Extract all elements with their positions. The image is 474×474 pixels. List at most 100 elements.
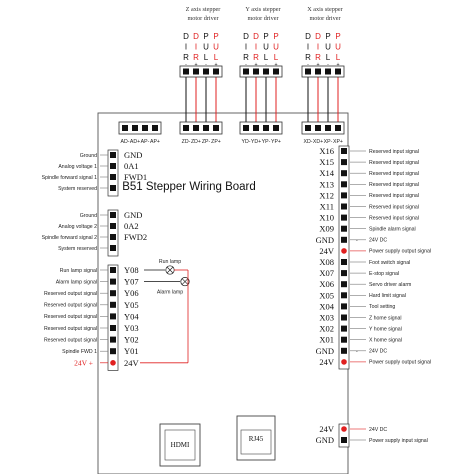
connector-screw — [305, 125, 311, 131]
pin-label: GND — [316, 435, 334, 445]
terminal-screw-red — [341, 248, 347, 254]
pin-label: X15 — [319, 157, 334, 167]
signal-description: Reserved output signal — [44, 337, 97, 343]
signal-description: Spindle forward signal 2 — [42, 235, 97, 241]
driver-letter: U — [203, 43, 209, 52]
terminal-screw — [263, 68, 269, 75]
signal-description: Reserved input signal — [369, 204, 419, 210]
pin-label: Y01 — [124, 346, 139, 356]
signal-description: Spindle forward signal 1 — [42, 175, 97, 181]
driver-letter: L — [204, 53, 209, 62]
left-terminal-block — [107, 209, 119, 257]
signal-description: Reserved output signal — [44, 314, 97, 320]
pin-label: Y02 — [124, 335, 139, 345]
signal-description: Hard limit signal — [369, 293, 406, 299]
connector-pin-label: ZP+ — [211, 139, 221, 145]
terminal-screw — [110, 325, 116, 331]
driver-letter: R — [193, 53, 199, 62]
terminal-screw — [110, 313, 116, 320]
connector-pin-label: XD- — [304, 139, 313, 145]
terminal-screw — [341, 236, 347, 243]
terminal-screw — [341, 347, 347, 354]
terminal-screw — [110, 174, 116, 180]
left-terminal-block — [107, 149, 119, 197]
signal-description: Run lamp signal — [60, 268, 97, 274]
terminal-screw — [253, 68, 259, 75]
signal-description: Foot switch signal — [369, 260, 410, 266]
signal-description: Power supply output signal — [369, 249, 431, 255]
pin-label: X06 — [319, 279, 334, 289]
pin-label: X10 — [319, 213, 334, 223]
terminal-screw — [305, 68, 311, 75]
terminal-screw — [110, 245, 116, 251]
polarity-label: - — [185, 62, 187, 68]
pin-label: X05 — [319, 290, 334, 300]
pin-label: X02 — [319, 324, 334, 334]
connector-screw — [132, 125, 138, 131]
pin-label: FWD2 — [124, 232, 147, 242]
terminal-screw — [273, 68, 279, 75]
driver-letter: P — [325, 32, 330, 41]
signal-description: E-stop signal — [369, 271, 399, 277]
pin-label: X13 — [319, 179, 334, 189]
driver-letter: U — [335, 43, 341, 52]
driver-letter: L — [214, 53, 219, 62]
driver-header: X axis stepper — [307, 6, 342, 13]
pin-label: GND — [124, 150, 142, 160]
connector-pin-label: YP+ — [271, 139, 281, 145]
signal-description: Analog voltage 2 — [58, 224, 97, 230]
connector-pin-label: AD- — [121, 139, 130, 145]
board-outline — [97, 112, 349, 474]
signal-description: Ground — [80, 213, 97, 219]
signal-description: X home signal — [369, 338, 402, 344]
signal-description: Spindle alarm signal — [369, 227, 416, 233]
connector-pin-label: AP+ — [150, 139, 160, 145]
polarity-label: + — [336, 62, 339, 68]
pin-label: Y05 — [124, 300, 139, 310]
terminal-screw — [341, 303, 347, 310]
signal-description: Reserved input signal — [369, 171, 419, 177]
terminal-screw — [183, 68, 189, 75]
driver-letter: D — [253, 32, 259, 41]
connector-screw — [152, 125, 158, 131]
pin-label: Y06 — [124, 288, 139, 298]
signal-description: Reserved input signal — [369, 149, 419, 155]
signal-description: Y home signal — [369, 326, 402, 332]
driver-letter: I — [307, 43, 309, 52]
pin-label: Y08 — [124, 265, 139, 275]
top-connector — [179, 121, 223, 135]
terminal-screw-red — [341, 359, 347, 365]
driver-letter: D — [193, 32, 199, 41]
top-connector — [301, 121, 345, 135]
connector-screw — [273, 125, 279, 131]
power-terminal-block — [338, 423, 350, 448]
terminal-screw — [341, 148, 347, 154]
signal-description: Z home signal — [369, 315, 402, 321]
pin-label: X04 — [319, 301, 334, 311]
run-lamp-label: Run lamp — [159, 259, 181, 265]
signal-description: 24V DC — [369, 427, 387, 433]
pin-label: 24V — [319, 424, 335, 434]
driver-letter: P — [213, 32, 218, 41]
connector-pin-label: ZP- — [202, 139, 211, 145]
pin-label: X09 — [319, 224, 334, 234]
connector-pin-label: ZD+ — [191, 139, 201, 145]
pin-label: 0A1 — [124, 161, 139, 171]
driver-letter: R — [315, 53, 321, 62]
terminal-screw — [325, 68, 331, 75]
signal-description: Alarm lamp signal — [56, 279, 97, 285]
terminal-screw — [341, 170, 347, 177]
connector-pin-label: YD+ — [251, 139, 261, 145]
signal-description: Reserved input signal — [369, 182, 419, 188]
lamp-cross — [181, 278, 189, 285]
terminal-screw — [193, 68, 199, 75]
driver-letter: I — [317, 43, 319, 52]
driver-letter: D — [305, 32, 311, 41]
driver-letter: D — [183, 32, 189, 41]
polarity-label: - — [205, 62, 207, 68]
terminal-screw — [110, 223, 116, 229]
terminal-screw — [110, 301, 116, 308]
pin-label: X07 — [319, 268, 334, 278]
driver-header: motor driver — [309, 15, 340, 22]
driver-letter: U — [263, 43, 269, 52]
